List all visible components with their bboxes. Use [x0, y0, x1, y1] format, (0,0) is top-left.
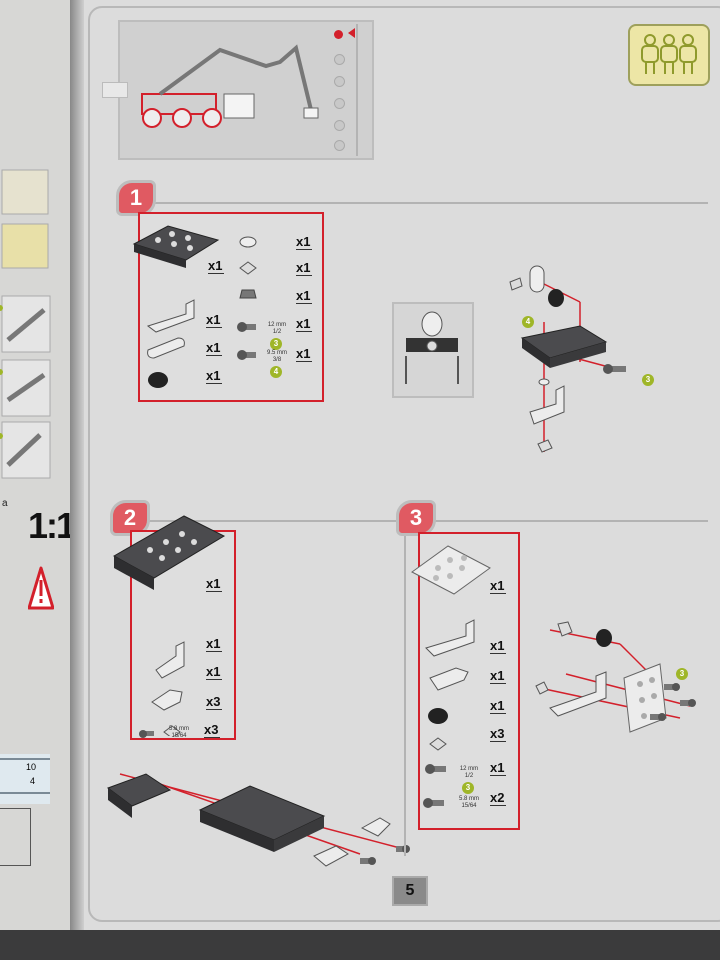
progress-dots	[330, 26, 358, 154]
page-number: 5	[392, 876, 428, 906]
callout-dot: 3	[676, 668, 688, 680]
manual-page	[78, 0, 720, 960]
step-3-assembly	[535, 621, 696, 733]
scale-ratio: 1:1	[28, 505, 76, 546]
left-page-thumbnails	[0, 169, 51, 479]
progress-pointer	[348, 28, 355, 38]
step-1-badge: 1	[116, 180, 156, 216]
step-3-parts-art	[411, 545, 491, 808]
figures-icon	[628, 24, 710, 86]
callout-dot: 3	[462, 782, 474, 794]
step-3-badge: 3	[396, 500, 436, 536]
step-1-parts-art	[132, 225, 220, 388]
model-preview-panel	[118, 20, 374, 160]
table-surface	[0, 930, 720, 960]
callout-dot: 4	[522, 316, 534, 328]
step-1-assembly	[509, 265, 626, 453]
callout-dot: 4	[270, 366, 282, 378]
step-1-detail-view	[392, 302, 474, 398]
progress-dot-active	[334, 30, 343, 39]
ruler: 10 4	[0, 754, 50, 804]
step-2-assembly	[106, 773, 410, 867]
page-gutter	[70, 0, 84, 960]
preview-tab	[102, 82, 128, 98]
step-1-small-parts	[237, 236, 257, 360]
left-page-letter: a	[2, 498, 8, 509]
step-2-parts-art	[112, 515, 226, 736]
callout-dot: 3	[270, 338, 282, 350]
truck-crane-preview	[141, 44, 319, 128]
warning-icon	[28, 566, 54, 610]
left-page-table	[0, 808, 31, 866]
callout-dot: 3	[642, 374, 654, 386]
page-frame	[88, 6, 720, 922]
